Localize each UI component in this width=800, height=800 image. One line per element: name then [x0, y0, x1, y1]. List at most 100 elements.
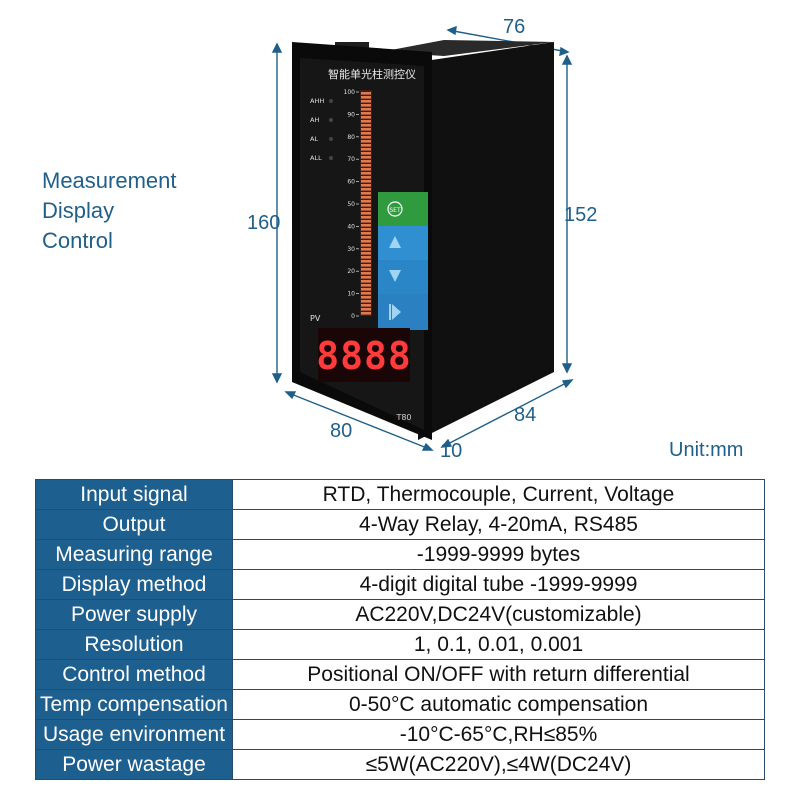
bar-segment — [361, 112, 371, 115]
bar-segment — [361, 148, 371, 151]
bar-segment — [361, 256, 371, 259]
bar-segment — [361, 260, 371, 263]
dimension-top-depth: 76 — [503, 16, 526, 38]
dimension-side-height: 152 — [564, 204, 598, 226]
spec-value: -1999-9999 bytes — [232, 539, 765, 570]
spec-key: Input signal — [35, 479, 233, 510]
spec-key: Resolution — [35, 629, 233, 660]
spec-value: 0-50°C automatic compensation — [232, 689, 765, 720]
scale-tick-label: 0 — [351, 313, 355, 320]
alarm-led-icon — [329, 156, 333, 160]
bar-segment — [361, 116, 371, 119]
mounting-clip — [335, 42, 369, 50]
bar-segment — [361, 252, 371, 255]
spec-value: 4-digit digital tube -1999-9999 — [232, 569, 765, 600]
dimension-bezel: 10 — [440, 440, 463, 462]
bar-segment — [361, 280, 371, 283]
bar-segment — [361, 132, 371, 135]
bar-segment — [361, 108, 371, 111]
pv-readout: 8888 — [316, 334, 412, 378]
scale-tick-label: 40 — [347, 223, 355, 230]
scale-tick-label: 20 — [347, 268, 355, 275]
set-button-label: SET — [389, 207, 401, 214]
alarm-label: AL — [310, 135, 318, 143]
digital-display — [318, 328, 410, 382]
alarm-label: ALL — [310, 154, 322, 162]
bar-segment — [361, 268, 371, 271]
bar-segment — [361, 200, 371, 203]
spec-value: 4-Way Relay, 4-20mA, RS485 — [232, 509, 765, 540]
bar-segment — [361, 96, 371, 99]
alarm-label: AH — [310, 116, 319, 124]
bar-segment — [361, 264, 371, 267]
bar-segment — [361, 292, 371, 295]
bar-segment — [361, 124, 371, 127]
spec-key: Power supply — [35, 599, 233, 630]
spec-key: Output — [35, 509, 233, 540]
set-icon — [387, 201, 403, 217]
triangle-down-icon — [389, 270, 401, 282]
bar-segment — [361, 144, 371, 147]
spec-key: Control method — [35, 659, 233, 690]
bar-segment — [361, 224, 371, 227]
scale-tick-label: 100 — [344, 89, 356, 96]
spec-key: Usage environment — [35, 719, 233, 750]
bar-segment — [361, 184, 371, 187]
scale-tick-label: 60 — [347, 179, 355, 186]
spec-row: Measuring range-1999-9999 bytes — [35, 539, 765, 570]
spec-row: Usage environment-10°C-65°C,RH≤85% — [35, 719, 765, 750]
alarm-led-icon — [329, 137, 333, 141]
dimension-side-depth: 84 — [514, 404, 537, 426]
bar-segment — [361, 140, 371, 143]
shift-right-icon — [392, 304, 401, 320]
bar-graph-segments — [361, 92, 371, 315]
alarm-led-icon — [329, 99, 333, 103]
bar-segment — [361, 188, 371, 191]
bar-segment — [361, 204, 371, 207]
set-button[interactable] — [378, 192, 428, 226]
bar-segment — [361, 300, 371, 303]
bar-segment — [361, 312, 371, 315]
bar-segment — [361, 220, 371, 223]
pv-label: PV — [310, 314, 321, 323]
scale-tick-label: 10 — [347, 291, 355, 298]
down-button[interactable] — [378, 260, 428, 294]
bar-segment — [361, 156, 371, 159]
device-title: 智能单光柱测控仪 — [328, 67, 416, 81]
shift-button[interactable] — [378, 294, 428, 330]
bar-segment — [361, 172, 371, 175]
dimension-front-width: 80 — [330, 420, 353, 442]
bar-segment — [361, 308, 371, 311]
scale-tick-label: 70 — [347, 156, 355, 163]
bar-segment — [361, 216, 371, 219]
up-button[interactable] — [378, 226, 428, 260]
bar-segment — [361, 128, 371, 131]
bar-segment — [361, 228, 371, 231]
bar-segment — [361, 196, 371, 199]
bar-segment — [361, 296, 371, 299]
spec-value: Positional ON/OFF with return differenti… — [232, 659, 765, 690]
spec-value: AC220V,DC24V(customizable) — [232, 599, 765, 630]
spec-key: Measuring range — [35, 539, 233, 570]
model-label: T80 — [395, 413, 411, 422]
bar-segment — [361, 248, 371, 251]
bar-segment — [361, 180, 371, 183]
scale-tick-label: 30 — [347, 246, 355, 253]
bar-segment — [361, 240, 371, 243]
bar-segment — [361, 136, 371, 139]
spec-value: 1, 0.1, 0.01, 0.001 — [232, 629, 765, 660]
dimension-lines — [271, 25, 574, 451]
bar-segment — [361, 152, 371, 155]
bar-segment — [361, 176, 371, 179]
bar-segment — [361, 288, 371, 291]
spec-key: Power wastage — [35, 749, 233, 780]
